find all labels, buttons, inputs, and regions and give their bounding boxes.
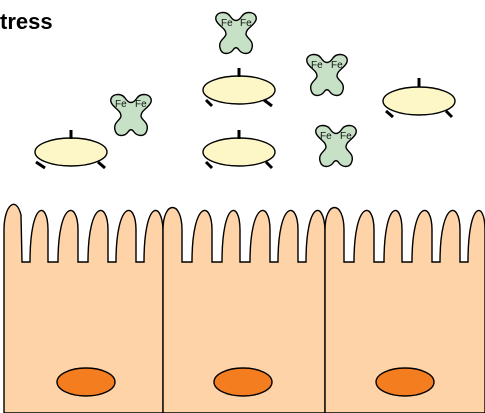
iron-protein-mid-right: Fe Fe: [307, 55, 347, 96]
nucleus-middle: [214, 368, 272, 396]
nucleus-left: [57, 368, 115, 396]
receptor-center-top: [203, 68, 275, 106]
fe-label: Fe: [331, 60, 343, 71]
iron-protein-mid-left: Fe Fe: [111, 95, 151, 136]
iron-protein-top: Fe Fe: [216, 13, 256, 54]
receptor-left: [35, 130, 107, 168]
receptor-right: [383, 78, 455, 117]
receptor-center-bottom: [203, 130, 275, 168]
iron-protein-lower-right: Fe Fe: [316, 126, 356, 167]
nucleus-right: [376, 368, 434, 396]
fe-label: Fe: [311, 60, 323, 71]
epithelial-cell-layer: [4, 204, 485, 413]
fe-label: Fe: [221, 18, 233, 29]
receptor-group: [35, 68, 455, 168]
fe-label: Fe: [320, 131, 332, 142]
fe-label: Fe: [240, 18, 252, 29]
fe-label: Fe: [135, 99, 147, 110]
fe-label: Fe: [115, 99, 127, 110]
fe-label: Fe: [340, 131, 352, 142]
